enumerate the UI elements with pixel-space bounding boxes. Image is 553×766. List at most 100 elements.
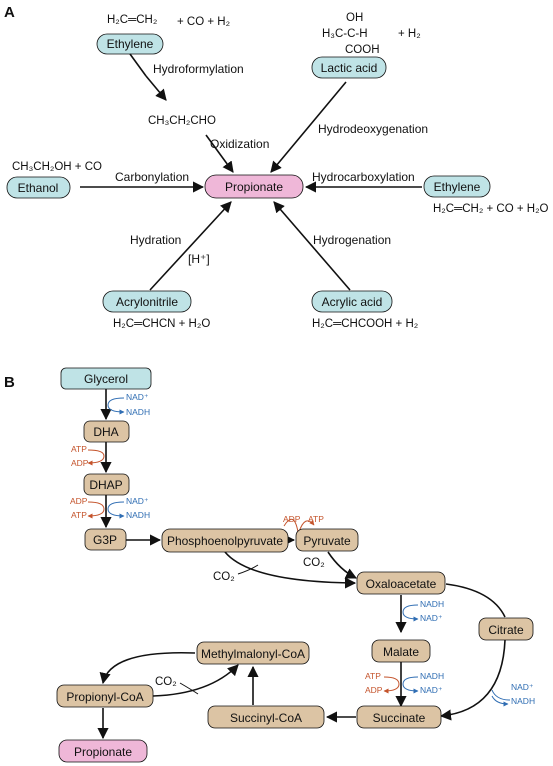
arrow-citrate-succinate: [439, 639, 506, 721]
citrate-label: Citrate: [488, 623, 524, 637]
cofactor-co2-2: CO₂: [303, 557, 325, 569]
cofactor-curve-6: [402, 604, 419, 622]
ethanol-label: Ethanol: [18, 181, 59, 195]
ethylene-right-label: Ethylene: [434, 180, 481, 194]
cofactor-nadh-5: NADH: [511, 696, 535, 706]
cofactor-adp-1: ADP: [71, 458, 89, 468]
g3p-node: [84, 528, 127, 551]
arrow-oxidization: [205, 134, 234, 173]
cofactor-nad-1: NAD⁺: [126, 392, 149, 402]
cofactor-nad-4: NAD⁺: [420, 685, 443, 695]
succinylcoa-label: Succinyl-CoA: [230, 711, 302, 725]
label-hydrogenation: Hydrogenation: [313, 233, 391, 247]
formula-acrylic-acid: H₂C═CHCOOH + H₂: [312, 318, 418, 330]
oxaloacetate-label: Oxaloacetate: [366, 577, 437, 591]
succinylcoa-node: [207, 705, 325, 729]
lactic-acid-node: [311, 56, 387, 79]
succinate-label: Succinate: [373, 711, 426, 725]
formula-acrylonitrile: H₂C═CHCN + H₂O: [113, 318, 210, 330]
cofactor-atp-3: ATP: [308, 514, 324, 524]
cofactor-nad-5: NAD⁺: [511, 682, 534, 692]
malate-label: Malate: [383, 645, 419, 659]
dhap-node: [83, 473, 130, 496]
cofactor-adp-2: ADP: [70, 496, 88, 506]
malate-node: [371, 639, 431, 663]
propionate-node-b: [58, 739, 148, 763]
cofactor-nadh-2: NADH: [126, 510, 150, 520]
glycerol-node: [60, 367, 152, 390]
cofactor-adp-4: ADP: [365, 685, 383, 695]
panel-b-label: B: [4, 374, 15, 391]
cofactor-curve-7b: [402, 676, 419, 694]
pep-label: Phosphoenolpyruvate: [167, 534, 283, 548]
formula-lactic-cooh: COOH: [345, 44, 380, 56]
cofactor-curve-4: [107, 501, 125, 519]
dhap-label: DHAP: [89, 478, 122, 492]
arrow-hydroformylation: [145, 75, 167, 101]
cofactor-curve-7a: [383, 676, 400, 694]
pep-node: [161, 528, 289, 553]
citrate-node: [478, 617, 534, 641]
ethylene-right-node: [423, 175, 491, 198]
arrow-methylmalonyl-propionyl: [99, 651, 196, 685]
succinate-node: [356, 705, 442, 729]
ethanol-node: [6, 176, 71, 199]
propionate-label-b: Propionate: [74, 745, 132, 759]
cofactor-nadh-1: NADH: [126, 407, 150, 417]
formula-propanal: CH₃CH₂CHO: [148, 115, 216, 127]
formula-ethanol: CH₃CH₂OH + CO: [12, 161, 102, 173]
cofactor-curve-8b: [491, 695, 509, 707]
arrow-hydrodeoxygenation: [270, 81, 347, 173]
cofactor-atp-2: ATP: [71, 510, 87, 520]
propionylcoa-node: [56, 684, 154, 708]
pyruvate-label: Pyruvate: [303, 534, 351, 548]
pyruvate-node: [295, 528, 359, 552]
lactic-acid-label: Lactic acid: [321, 61, 378, 75]
methylmalonylcoa-node: [196, 641, 310, 665]
cofactor-curve-5: [283, 518, 299, 533]
arrow-hydration: [149, 201, 232, 291]
cofactor-nadh-3: NADH: [420, 599, 444, 609]
cofactor-co2-3: CO₂: [155, 676, 177, 688]
oxaloacetate-node: [356, 571, 446, 595]
acrylonitrile-label: Acrylonitrile: [116, 295, 178, 309]
cofactor-atp-4: ATP: [365, 671, 381, 681]
arrow-pep-oxaloacetate: [224, 551, 357, 589]
cofactor-curve-8: [491, 689, 511, 701]
formula-ethylene-right: H₂C═CH₂ + CO + H₂O: [433, 203, 549, 215]
cofactor-nad-2: NAD⁺: [126, 496, 149, 506]
formula-co-h2-top: + CO + H₂: [177, 16, 230, 28]
label-hydration: Hydration: [130, 233, 181, 247]
panel-a-label: A: [4, 4, 15, 21]
arrow-pyruvate-oxaloacetate: [327, 551, 358, 579]
methylmalonylcoa-label: Methylmalonyl-CoA: [201, 647, 305, 661]
arrow-ethylene-stem: [129, 53, 147, 77]
arrow-propionyl-methylmalonyl: [152, 664, 239, 697]
line-oxaloacetate-citrate: [445, 583, 506, 618]
dha-label: DHA: [93, 425, 118, 439]
label-hydrodeoxygenation: Hydrodeoxygenation: [318, 122, 428, 136]
acrylic-acid-node: [311, 290, 393, 313]
glycerol-label: Glycerol: [84, 372, 128, 386]
cofactor-nad-3: NAD⁺: [420, 613, 443, 623]
label-acid-catalyst: [H⁺]: [188, 252, 210, 266]
label-oxidization: Oxidization: [210, 137, 269, 151]
acrylonitrile-node: [102, 290, 192, 313]
propionate-node-a: [204, 174, 304, 199]
propionylcoa-label: Propionyl-CoA: [66, 690, 143, 704]
cofactor-co2-1: CO₂: [213, 571, 235, 583]
formula-lactic-main: H₃C-C-H: [322, 28, 368, 40]
acrylic-acid-label: Acrylic acid: [322, 295, 383, 309]
cofactor-nadh-4: NADH: [420, 671, 444, 681]
co2-curve-3: [179, 682, 199, 695]
formula-lactic-h2: + H₂: [398, 28, 421, 40]
ethylene-top-label: Ethylene: [107, 37, 154, 51]
cofactor-atp-1: ATP: [71, 444, 87, 454]
cofactor-adp-3: ADP: [283, 514, 301, 524]
co2-curve-1: [237, 564, 259, 575]
cofactor-curve-3: [87, 501, 105, 519]
arrow-hydrogenation: [273, 201, 351, 291]
label-hydroformylation: Hydroformylation: [153, 62, 244, 76]
cofactor-curve-2: [87, 449, 105, 466]
